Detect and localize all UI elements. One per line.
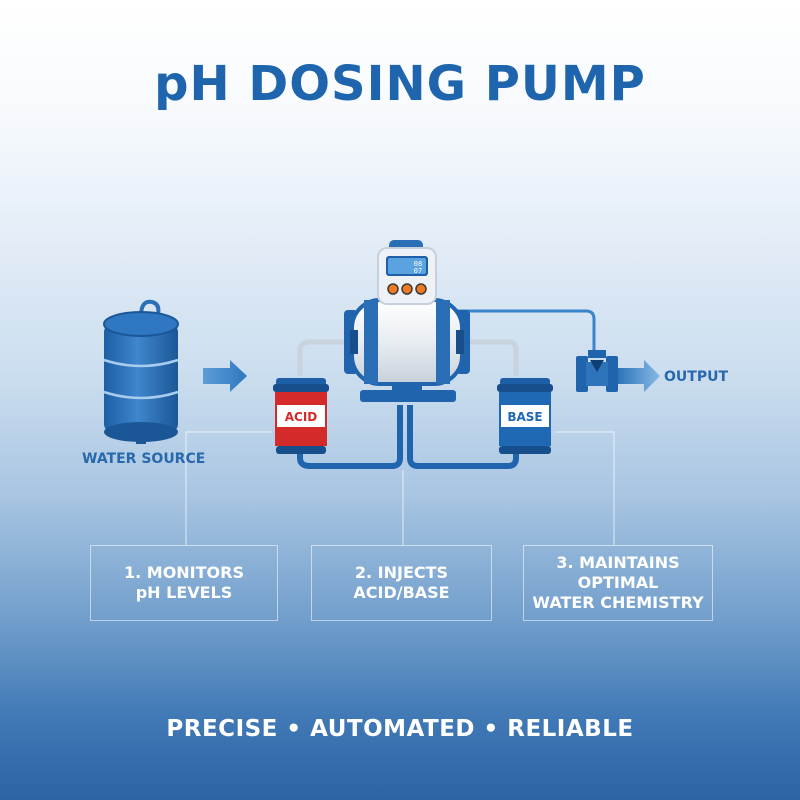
water-source-tank <box>103 299 179 444</box>
control-button-2 <box>401 283 413 295</box>
pump-controller <box>377 240 437 305</box>
input-arrow <box>203 360 247 392</box>
control-button-3 <box>415 283 427 295</box>
connector-lines <box>185 431 615 545</box>
output-arrow <box>618 360 660 392</box>
step-box-2: 2. INJECTS ACID/BASE <box>311 545 492 621</box>
connector-line-3 <box>555 431 615 545</box>
page-title: pH DOSING PUMP <box>154 56 646 112</box>
output-valve <box>576 350 618 392</box>
display-line-2: 07 <box>414 267 422 275</box>
pipes <box>297 309 596 469</box>
step-2-text: 2. INJECTS ACID/BASE <box>353 563 450 602</box>
step-1-text: 1. MONITORS pH LEVELS <box>123 563 244 602</box>
acid-tank <box>273 378 329 454</box>
connector-line-1 <box>185 431 272 545</box>
acid-tank-label: ACID <box>285 410 318 424</box>
base-tank <box>497 378 553 454</box>
step-3-text: 3. MAINTAINS OPTIMAL WATER CHEMISTRY <box>532 553 704 612</box>
tagline: PRECISE • AUTOMATED • RELIABLE <box>166 716 634 742</box>
water-source-label: WATER SOURCE <box>82 451 206 467</box>
display-line-1: 08 <box>414 260 422 268</box>
base-tank-label: BASE <box>507 410 542 424</box>
step-box-3: 3. MAINTAINS OPTIMAL WATER CHEMISTRY <box>523 545 713 621</box>
output-label: OUTPUT <box>664 369 728 385</box>
pump-body <box>344 298 470 402</box>
control-button-1 <box>387 283 399 295</box>
step-box-1: 1. MONITORS pH LEVELS <box>90 545 278 621</box>
